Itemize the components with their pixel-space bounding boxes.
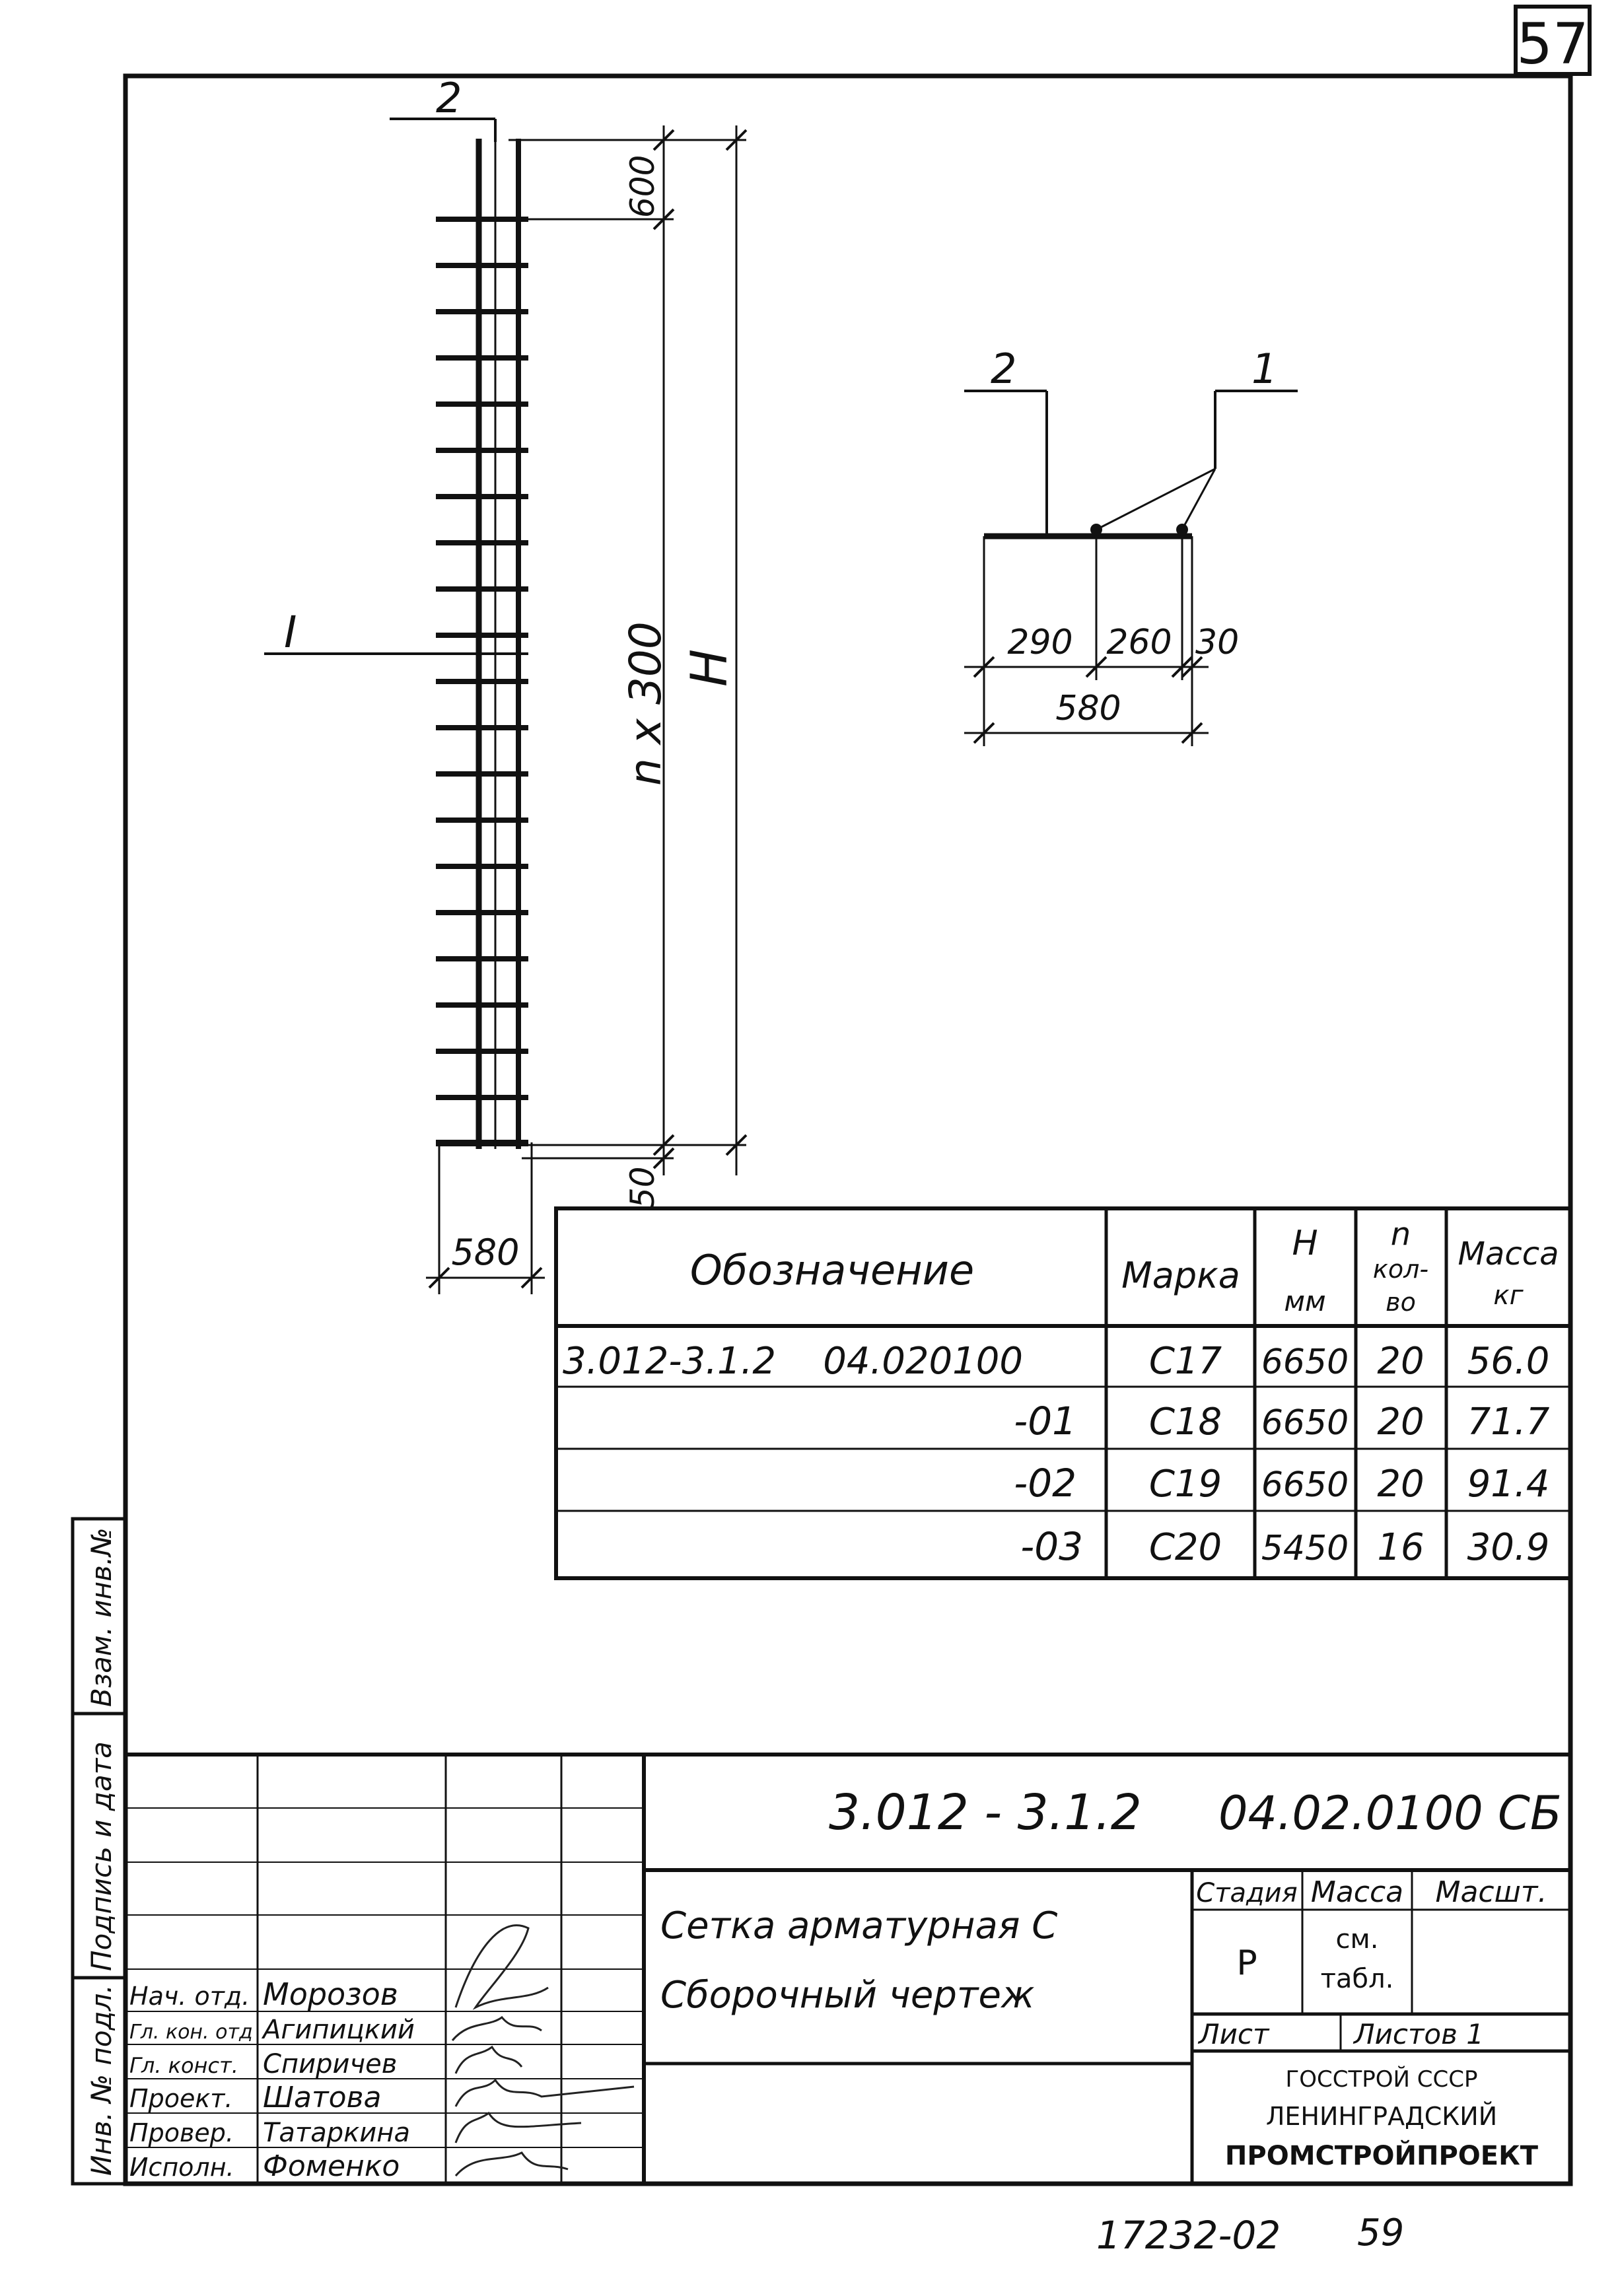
th-mass-unit: кг <box>1493 1280 1524 1311</box>
spec-table: Обозначение Марка H мм n кол- во Масса к… <box>554 1206 1572 1580</box>
mass-header: Масса <box>1311 1875 1403 1909</box>
page-number: 59 <box>1357 2211 1404 2254</box>
section-dim-260: 260 <box>1106 623 1172 662</box>
sheets-label: Листов 1 <box>1353 2018 1484 2050</box>
row-0-mark: С17 <box>1149 1340 1222 1383</box>
row-1-designation: -01 <box>1014 1399 1076 1444</box>
title-block: Нач. отд. Морозов Гл. кон. отд Агипицкий… <box>125 1753 1570 2184</box>
staff-2-role: Гл. конст. <box>129 2053 238 2078</box>
sheet-number-box <box>1514 5 1592 76</box>
th-h: H <box>1292 1224 1318 1263</box>
scale-header: Масшт. <box>1436 1875 1547 1909</box>
leader-label-2: 2 <box>436 74 462 122</box>
staff-2-name: Спиричев <box>263 2049 397 2079</box>
row-1-mark: С18 <box>1149 1401 1222 1444</box>
staff-4-role: Провер. <box>129 2118 234 2147</box>
side-cell-inv-orig: Инв. № подл. <box>85 1984 118 2176</box>
row-3-mark: С20 <box>1149 1526 1222 1569</box>
dim-n-x-300: n x 300 <box>620 621 671 786</box>
org-line-3: ПРОМСТРОЙПРОЕКТ <box>1225 2139 1539 2171</box>
section-dim-290: 290 <box>1007 623 1073 662</box>
mesh-elevation: 2 I 600 n x 300 H 50 580 <box>264 74 748 1294</box>
staff-0-role: Нач. отд. <box>129 1982 250 2011</box>
org-line-2: ЛЕНИНГРАДСКИЙ <box>1266 2102 1497 2131</box>
cross-bars <box>436 217 528 1146</box>
th-mark: Марка <box>1121 1255 1240 1296</box>
dim-width-580: 580 <box>451 1232 519 1273</box>
row-2-n: 20 <box>1377 1463 1424 1506</box>
th-n-bot: во <box>1386 1288 1416 1317</box>
row-3-n: 16 <box>1377 1526 1424 1569</box>
row-2-h: 6650 <box>1261 1465 1349 1505</box>
staff-1-name: Агипицкий <box>261 2015 415 2045</box>
row-1-h: 6650 <box>1261 1403 1349 1443</box>
sheet-label: Лист <box>1197 2018 1270 2050</box>
section-dim-580: 580 <box>1055 689 1121 728</box>
dim-600: 600 <box>623 155 662 218</box>
signatures <box>451 1924 635 2176</box>
title-line-2: Сборочный чертеж <box>660 1974 1034 2017</box>
row-1-mass: 71.7 <box>1467 1401 1550 1444</box>
doc-code-number: 04.02.0100 СБ <box>1218 1786 1562 1840</box>
row-0-designation: 3.012-3.1.2 04.020100 <box>563 1340 1023 1383</box>
th-n: n <box>1391 1216 1411 1253</box>
staff-3-name: Шатова <box>263 2081 381 2114</box>
row-1-n: 20 <box>1377 1401 1424 1444</box>
mass-value-2: табл. <box>1321 1964 1394 1994</box>
doc-code-series: 3.012 - 3.1.2 <box>829 1784 1142 1841</box>
side-stamp: Взам. инв.№ Подпись и дата Инв. № подл. <box>71 1517 127 2186</box>
stage-header: Стадия <box>1196 1878 1297 1908</box>
row-0-mass: 56.0 <box>1467 1340 1550 1383</box>
row-2-mark: С19 <box>1149 1463 1222 1506</box>
mass-value-1: см. <box>1336 1924 1379 1955</box>
side-cell-sign-date: Подпись и дата <box>85 1741 118 1971</box>
stage-value: Р <box>1236 1943 1257 1983</box>
th-h-unit: мм <box>1284 1285 1325 1317</box>
sheet-number: 57 <box>1516 11 1588 77</box>
sheet-frame <box>123 73 1573 2186</box>
staff-1-role: Гл. кон. отд <box>129 2021 253 2044</box>
mesh-section: 2 1 290 260 30 580 <box>964 345 1298 746</box>
archive-number: 17232-02 <box>1096 2213 1281 2258</box>
section-leader-2: 2 <box>991 345 1016 393</box>
staff-3-role: Проект. <box>129 2084 233 2113</box>
section-dim-30: 30 <box>1195 623 1239 662</box>
staff-5-name: Фоменко <box>263 2149 400 2183</box>
row-3-h: 5450 <box>1261 1529 1349 1568</box>
org-line-1: ГОССТРОЙ СССР <box>1286 2066 1478 2093</box>
row-3-designation: -03 <box>1020 1524 1083 1569</box>
title-line-1: Сетка арматурная С <box>660 1904 1057 1947</box>
row-0-n: 20 <box>1377 1340 1424 1383</box>
row-2-designation: -02 <box>1014 1461 1076 1506</box>
section-label-I: I <box>284 607 297 658</box>
row-3-mass: 30.9 <box>1467 1526 1550 1569</box>
row-0-h: 6650 <box>1261 1342 1349 1382</box>
side-cell-replace-inv: Взам. инв.№ <box>85 1527 118 1707</box>
section-leader-1: 1 <box>1251 345 1277 393</box>
th-mass: Масса <box>1458 1235 1559 1272</box>
row-2-mass: 91.4 <box>1467 1463 1550 1506</box>
dim-H: H <box>680 649 738 687</box>
dim-50: 50 <box>623 1166 662 1208</box>
staff-4-name: Татаркина <box>263 2118 410 2148</box>
th-n-mid: кол- <box>1373 1255 1428 1284</box>
th-designation: Обозначение <box>690 1246 974 1294</box>
staff-0-name: Морозов <box>263 1976 398 2012</box>
staff-5-role: Исполн. <box>129 2153 234 2182</box>
